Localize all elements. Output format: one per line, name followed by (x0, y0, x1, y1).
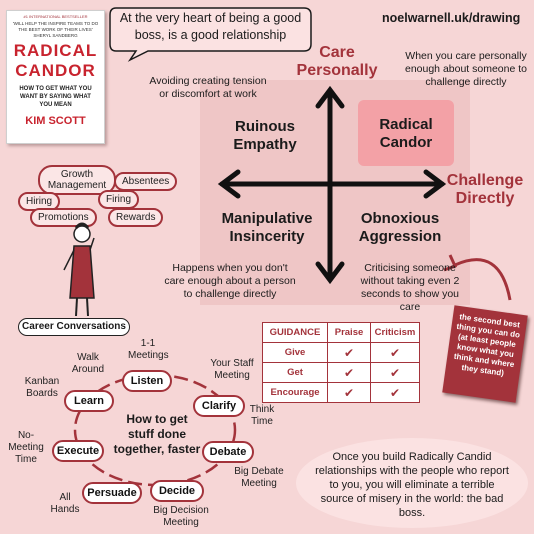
tag-absentees: Absentees (114, 172, 178, 191)
cycle-node-debate: Debate (202, 441, 254, 463)
cycle-node-learn: Learn (64, 390, 114, 412)
label-your-staff-meeting: Your Staff Meeting (210, 358, 254, 381)
label-all-hands: All Hands (50, 492, 80, 515)
site-url: noelwarnell.uk/drawing (382, 11, 521, 25)
axis-challenge-directly: Challenge Directly (446, 172, 524, 207)
axis-care-personally: Care Personally (296, 44, 378, 79)
book-author: KIM SCOTT (25, 115, 86, 127)
note-avoiding-tension: Avoiding creating tension or discomfort … (149, 75, 267, 100)
guidance-table: GUIDANCE Praise Criticism Give ✔ ✔ Get ✔… (262, 322, 420, 403)
book-subtitle: HOW TO GET WHAT YOU WANT BY SAYING WHAT … (19, 86, 92, 108)
label-think-time: Think Time (249, 404, 275, 427)
cycle-node-clarify: Clarify (193, 395, 245, 417)
label-no-meeting-time: No-Meeting Time (8, 430, 44, 465)
check-icon: ✔ (370, 382, 420, 403)
speech-bubble (109, 7, 312, 62)
book-title-1: RADICAL (13, 41, 98, 60)
note-obnoxious: Criticising someone without taking even … (360, 262, 460, 313)
cycle-node-listen: Listen (122, 370, 172, 392)
label-walk-around: Walk Around (71, 352, 105, 375)
label-kanban-boards: Kanban Boards (24, 376, 60, 399)
tag-rewards: Rewards (108, 208, 164, 227)
tag-promotions: Promotions (30, 208, 97, 227)
footer-message: Once you build Radically Candid relation… (315, 451, 509, 519)
person-figure (63, 222, 95, 317)
speech-text: At the very heart of being a good boss, … (119, 11, 302, 42)
book-blurb: 'WILL HELP THE INSPIRE TEAMS TO DO THE B… (12, 21, 99, 38)
cycle-node-execute: Execute (52, 440, 104, 462)
label-1-1-meetings: 1-1 Meetings (128, 338, 169, 361)
book-top-line: #1 INTERNATIONAL BESTSELLER (23, 14, 88, 19)
note-manipulative: Happens when you don't care enough about… (164, 262, 296, 300)
career-conversations-label: Career Conversations (18, 318, 130, 336)
quadrant-ruinous-empathy: Ruinous Empathy (233, 118, 297, 153)
label-big-debate-meeting: Big Debate Meeting (234, 466, 284, 489)
quadrant-manipulative-insincerity: Manipulative Insincerity (221, 210, 313, 245)
note-care-personally: When you care personally enough about so… (404, 50, 528, 88)
book-cover: #1 INTERNATIONAL BESTSELLER 'WILL HELP T… (6, 10, 105, 144)
cycle-center-title: How to get stuff done together, faster (113, 412, 201, 456)
quadrant-obnoxious-aggression: Obnoxious Aggression (358, 210, 442, 245)
quadrant-radical-candor: Radical Candor (379, 116, 433, 151)
cycle-node-persuade: Persuade (82, 482, 142, 504)
radical-candor-box (358, 100, 454, 166)
book-title-2: CANDOR (15, 61, 96, 80)
cycle-node-decide: Decide (150, 480, 204, 502)
footer-oval (296, 438, 528, 528)
label-big-decision-meeting: Big Decision Meeting (153, 505, 209, 528)
